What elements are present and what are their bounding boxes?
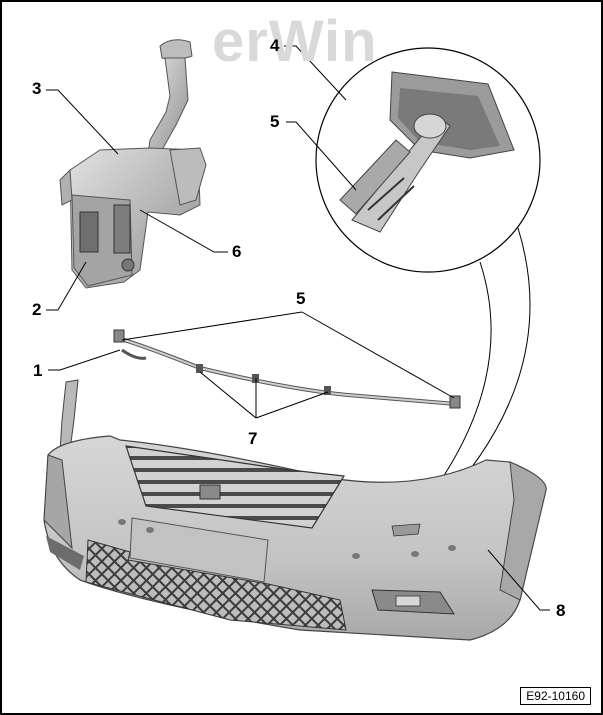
callout-6: 6 xyxy=(232,242,242,261)
callout-1: 1 xyxy=(33,361,43,380)
front-bumper xyxy=(43,379,547,641)
document-id-label: E92-10160 xyxy=(520,687,591,705)
washer-jet-detail xyxy=(339,71,515,233)
callout-5-detail: 5 xyxy=(270,112,280,131)
callout-2: 2 xyxy=(32,300,42,319)
callout-7: 7 xyxy=(248,429,258,448)
leader-lines xyxy=(46,45,550,611)
callout-3: 3 xyxy=(32,79,42,98)
washer-reservoir xyxy=(59,39,207,289)
washer-hose xyxy=(113,329,461,409)
callout-5-main: 5 xyxy=(296,289,306,308)
watermark-text: erWin xyxy=(212,9,378,74)
callout-4: 4 xyxy=(270,36,280,55)
callout-8: 8 xyxy=(556,601,566,620)
